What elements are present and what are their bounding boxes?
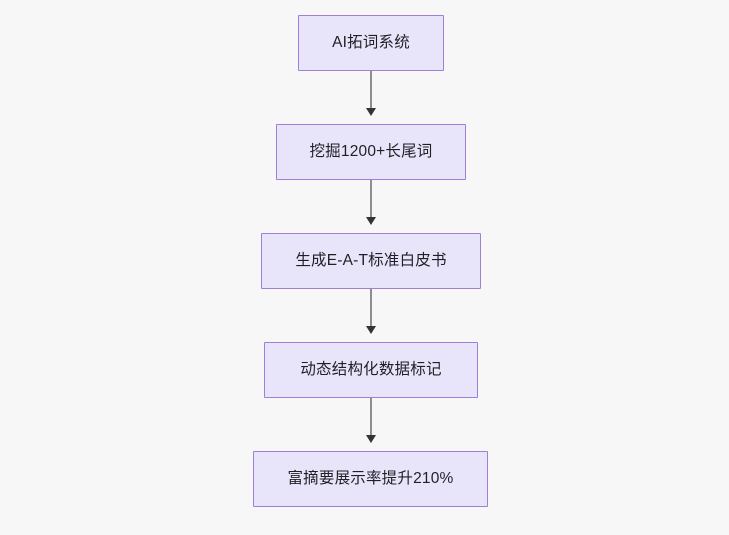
flow-node-generate-eat-whitepaper[interactable]: 生成E-A-T标准白皮书 — [261, 233, 481, 289]
arrowhead-n4-n5 — [366, 435, 376, 443]
flow-node-rich-snippet-impression-lift[interactable]: 富摘要展示率提升210% — [253, 451, 488, 507]
flow-node-label: 挖掘1200+长尾词 — [309, 142, 433, 160]
flow-node-label: 生成E-A-T标准白皮书 — [295, 251, 447, 269]
arrowhead-n3-n4 — [366, 326, 376, 334]
edge-n3-n4 — [370, 289, 372, 327]
flow-node-dynamic-structured-data-markup[interactable]: 动态结构化数据标记 — [264, 342, 478, 398]
arrowhead-n1-n2 — [366, 108, 376, 116]
flow-node-label: 富摘要展示率提升210% — [287, 469, 454, 487]
flow-node-ai-keyword-system[interactable]: AI拓词系统 — [298, 15, 444, 71]
flow-node-label: AI拓词系统 — [332, 33, 410, 51]
arrowhead-n2-n3 — [366, 217, 376, 225]
flow-node-mine-longtail-keywords[interactable]: 挖掘1200+长尾词 — [276, 124, 466, 180]
edge-n1-n2 — [370, 71, 372, 109]
flow-node-label: 动态结构化数据标记 — [300, 360, 442, 378]
edge-n4-n5 — [370, 398, 372, 436]
edge-n2-n3 — [370, 180, 372, 218]
